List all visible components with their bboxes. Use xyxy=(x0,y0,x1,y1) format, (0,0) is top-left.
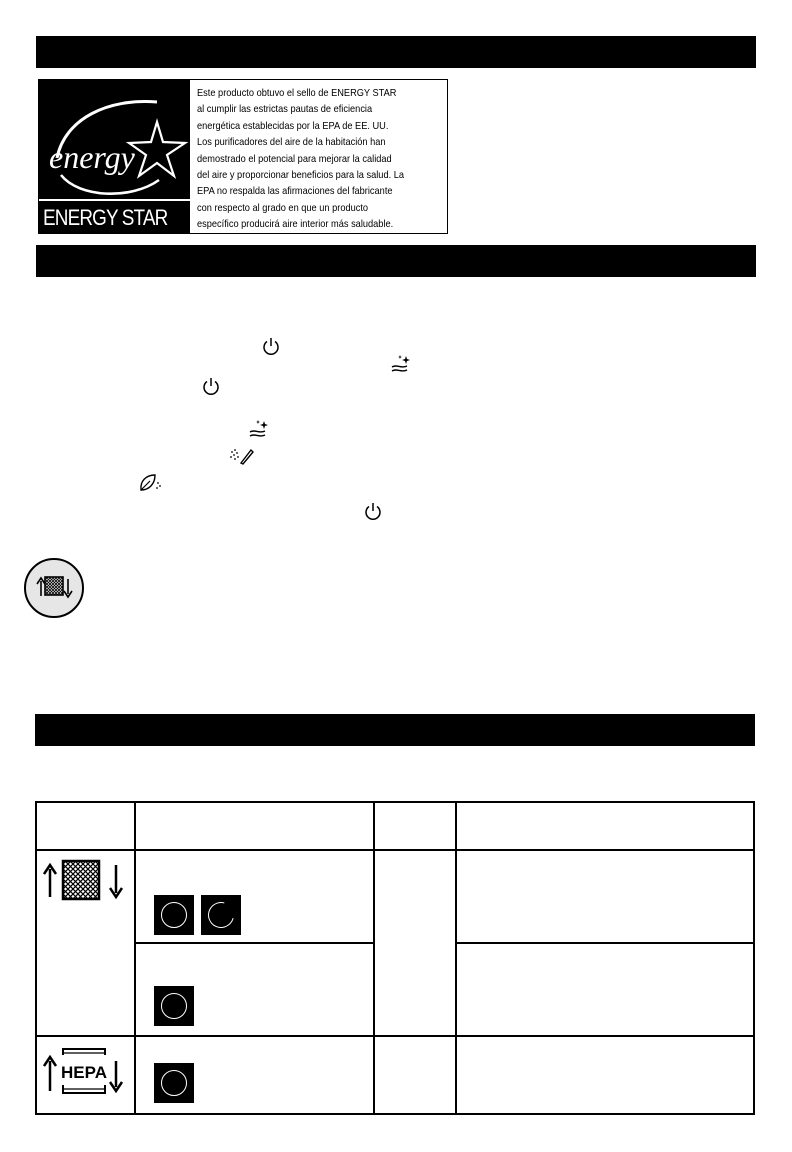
section-header-bar-1 xyxy=(36,36,756,68)
statement-line: Los purificadores del aire de la habitac… xyxy=(197,136,386,149)
power-icon xyxy=(365,503,381,520)
table-row-divider xyxy=(455,942,753,944)
filter-indicator-icon xyxy=(43,859,124,901)
statement-line: EPA no respalda las afirmaciones del fab… xyxy=(197,185,393,198)
filter-indicator-icon xyxy=(24,558,84,618)
table-divider xyxy=(455,803,457,1113)
indicator-table: HEPA xyxy=(35,801,755,1115)
table-row-divider xyxy=(134,942,375,944)
indicator-light-on-icon xyxy=(154,895,194,935)
turbo-sparkle-icon xyxy=(249,420,268,437)
energy-star-statement: Este producto obtuvo el sello de ENERGY … xyxy=(197,85,452,233)
leaf-icon xyxy=(140,474,161,491)
statement-line: Este producto obtuvo el sello de ENERGY … xyxy=(197,87,397,99)
energy-star-name: ENERGY STAR xyxy=(43,205,168,230)
section-header-bar-3 xyxy=(35,714,755,746)
statement-line: al cumplir las estrictas pautas de efici… xyxy=(197,103,373,116)
statement-line: energética establecidas por la EPA de EE… xyxy=(197,119,389,132)
hepa-filter-icon: HEPA xyxy=(43,1048,124,1094)
indicator-light-on-icon xyxy=(154,1063,194,1103)
spray-icon xyxy=(230,448,254,465)
energy-star-box: energy ENERGY STAR Este producto obtuvo … xyxy=(38,79,448,234)
indicator-light-blinking-icon xyxy=(201,895,241,935)
table-divider xyxy=(134,803,136,1113)
statement-line: con respecto al grado en que un producto xyxy=(197,201,369,214)
indicator-light-on-icon xyxy=(154,986,194,1026)
energy-star-icon: energy xyxy=(39,99,190,201)
table-row-divider xyxy=(37,1035,753,1037)
statement-line: del aire y proporcionar beneficios para … xyxy=(197,169,405,182)
energy-star-logo: energy ENERGY STAR xyxy=(39,80,190,233)
power-icon xyxy=(263,338,279,355)
table-divider xyxy=(373,803,375,1113)
power-icon xyxy=(203,378,219,395)
energy-script-text: energy xyxy=(49,139,136,175)
section-header-bar-2 xyxy=(36,245,756,277)
hepa-label: HEPA xyxy=(61,1063,107,1082)
table-header-divider xyxy=(37,849,753,851)
statement-line: específico producirá aire interior más s… xyxy=(197,218,394,231)
statement-line: demostrado el potencial para mejorar la … xyxy=(197,152,392,165)
turbo-sparkle-icon xyxy=(391,355,410,372)
